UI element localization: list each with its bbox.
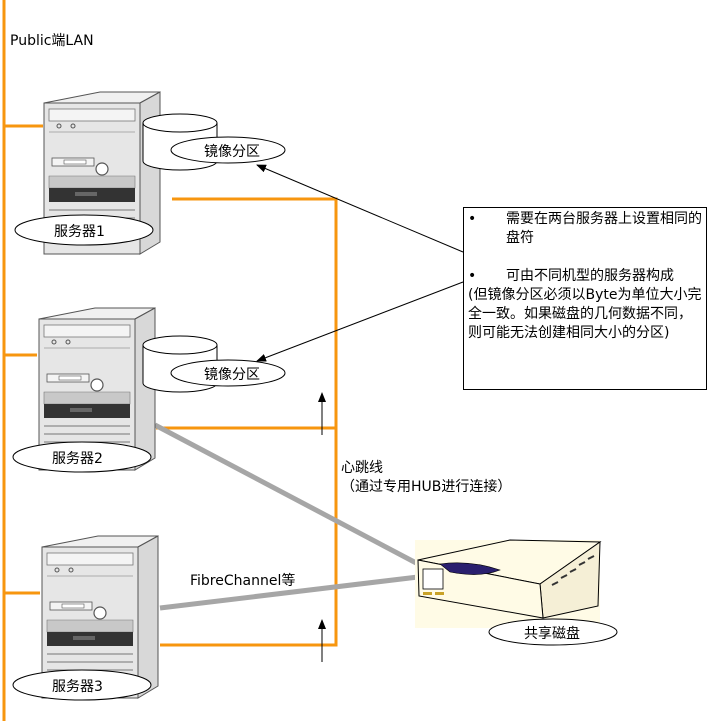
public-lan-label: Public端LAN bbox=[10, 33, 94, 49]
note-arrow-partition-1 bbox=[256, 164, 464, 253]
fc-line-server2 bbox=[153, 422, 422, 568]
partition-2-label: 镜像分区 bbox=[204, 367, 260, 383]
server-1-ellipse bbox=[14, 214, 154, 246]
shared-disk-label: 共享磁盘 bbox=[524, 625, 580, 642]
bullet-icon: • bbox=[468, 268, 477, 284]
note-item-1-text: 需要在两台服务器上设置相同的盘符 bbox=[506, 211, 702, 246]
requirements-note: • 需要在两台服务器上设置相同的盘符 • 可由不同机型的服务器构成 (但镜像分区… bbox=[463, 207, 707, 390]
partition-1-label: 镜像分区 bbox=[204, 144, 260, 160]
heartbeat-line bbox=[160, 197, 338, 647]
note-item-2-text: 可由不同机型的服务器构成 bbox=[506, 268, 674, 284]
note-arrow-partition-2 bbox=[256, 281, 464, 362]
fc-line-server3 bbox=[159, 574, 419, 611]
fibre-channel-label: FibreChannel等 bbox=[190, 573, 296, 589]
server-3-label: 服务器3 bbox=[52, 679, 103, 695]
server-1-label: 服务器1 bbox=[54, 224, 105, 240]
bullet-icon: • bbox=[468, 211, 477, 227]
server-2-ellipse bbox=[12, 441, 152, 473]
note-detail: (但镜像分区必须以Byte为单位大小完全一致。如果磁盘的几何数据不同，则可能无法… bbox=[468, 287, 702, 341]
note-item-1: • 需要在两台服务器上设置相同的盘符 bbox=[468, 210, 702, 248]
note-item-2: • 可由不同机型的服务器构成 bbox=[468, 267, 702, 286]
partition-1-ellipse bbox=[170, 136, 286, 164]
server-3-ellipse bbox=[12, 669, 152, 701]
heartbeat-label: 心跳线 bbox=[341, 460, 383, 476]
partition-2-ellipse bbox=[170, 359, 286, 387]
heartbeat-sublabel: （通过专用HUB进行连接） bbox=[341, 479, 512, 495]
server-2-label: 服务器2 bbox=[52, 451, 103, 467]
shared-disk-ellipse bbox=[488, 618, 618, 646]
shared-disk-icon bbox=[415, 539, 602, 628]
